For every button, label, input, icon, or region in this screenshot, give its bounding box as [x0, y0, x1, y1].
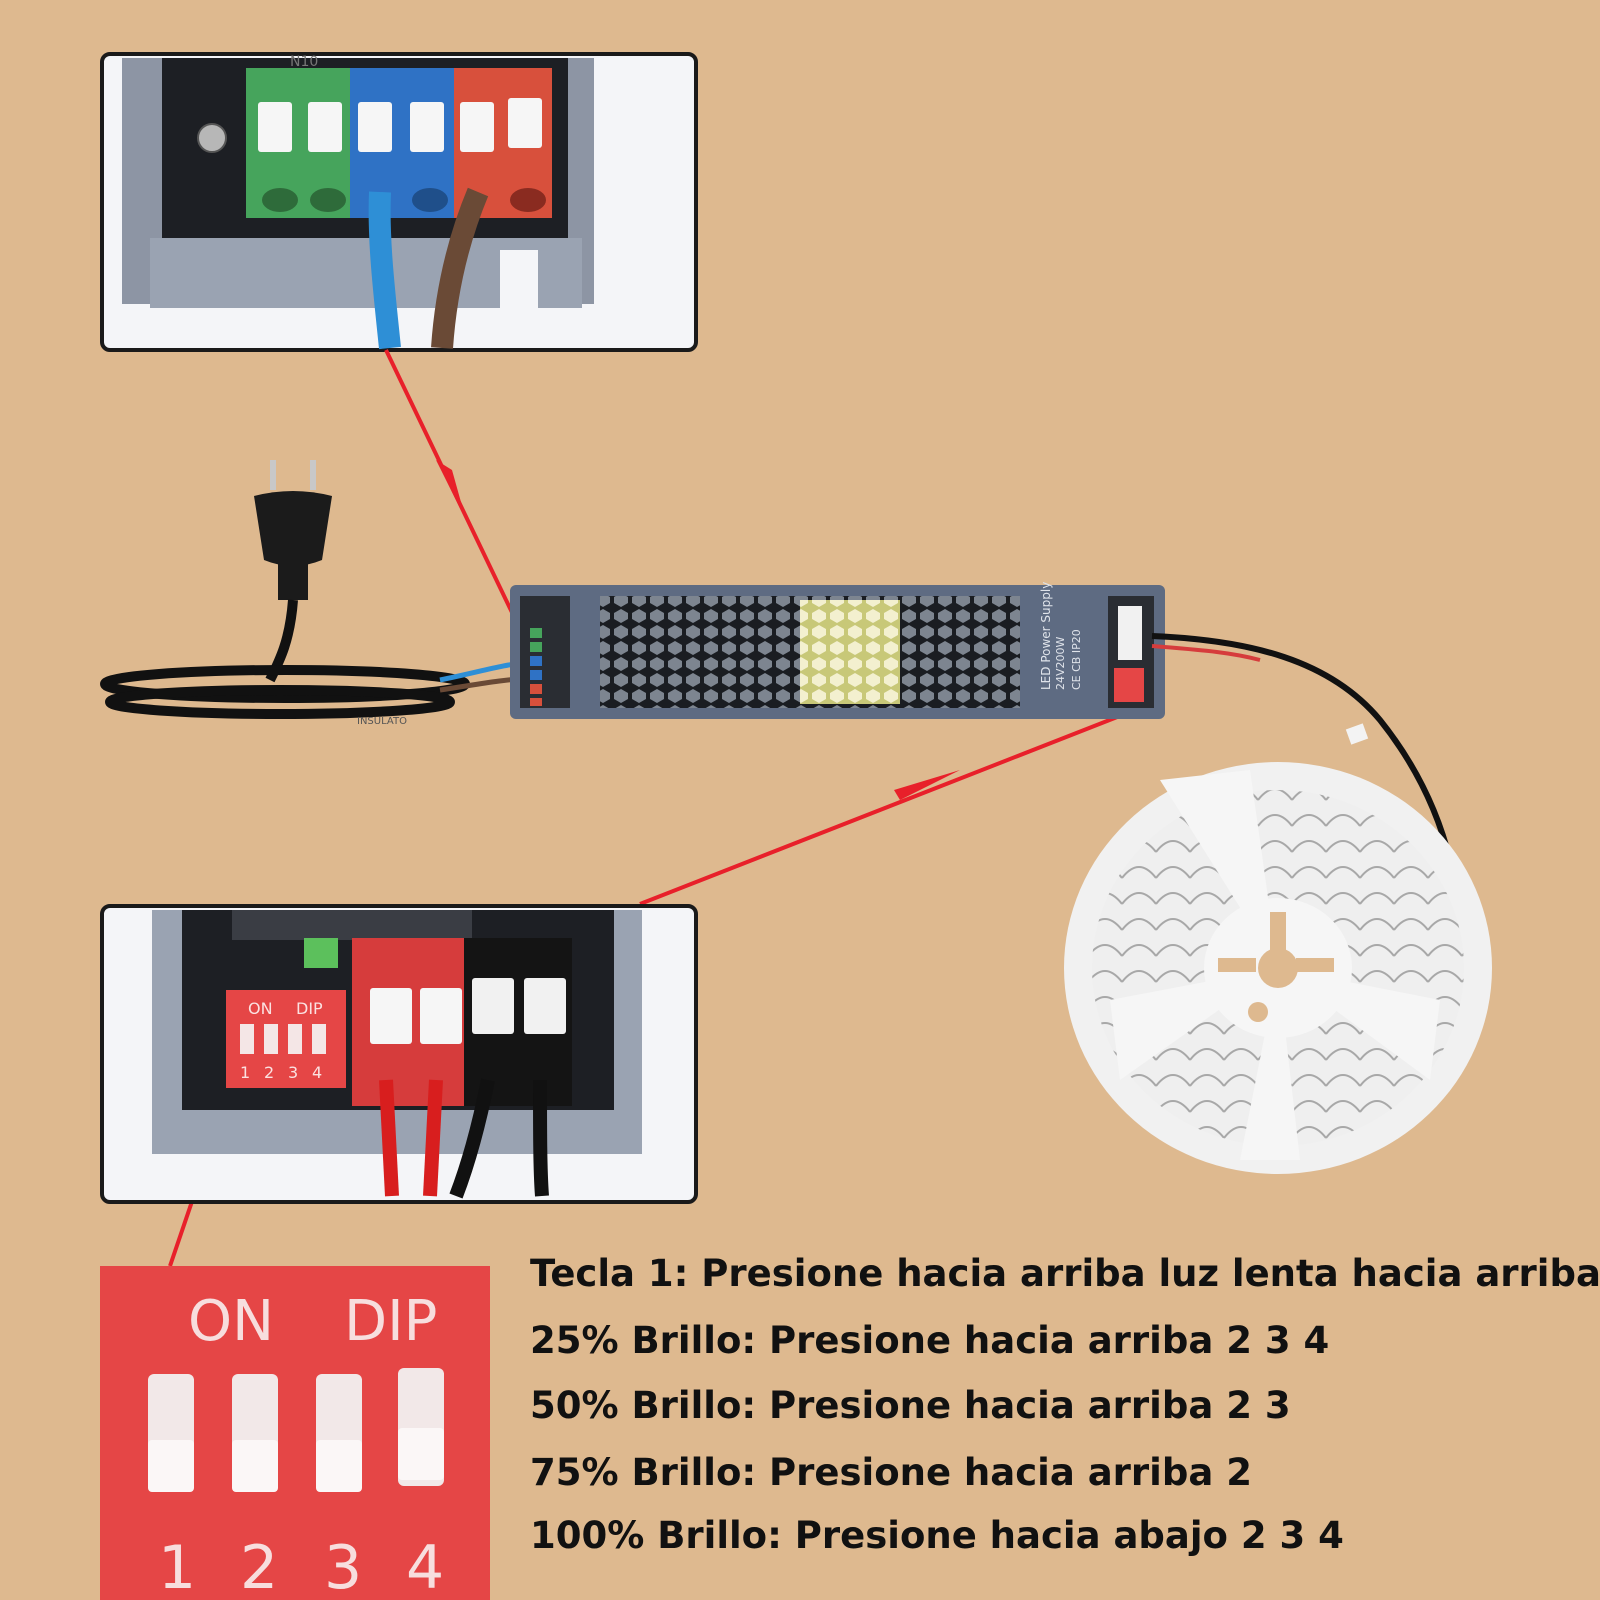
dip-on-label: ON [188, 1289, 274, 1354]
dip-switch-3 [316, 1374, 362, 1492]
arrow-top [384, 349, 532, 651]
instruction-50-brightness: 50% Brillo: Presione hacia arriba 2 3 [530, 1384, 1291, 1427]
cable-label: INSULATO [357, 716, 407, 727]
plug: INSULATO [100, 460, 531, 727]
dip-number-2: 2 [240, 1533, 278, 1600]
closeup-dip-number: 1 [240, 1063, 250, 1082]
closeup-dip-switch: ON DIP 1 2 3 4 [226, 990, 346, 1088]
dip-number-1: 1 [158, 1533, 196, 1600]
instruction-100-brightness: 100% Brillo: Presione hacia abajo 2 3 4 [530, 1514, 1344, 1557]
bottom-closeup: ON DIP 1 2 3 4 [100, 904, 698, 1204]
dip-label: DIP [344, 1289, 437, 1354]
closeup-dip-number: 3 [288, 1063, 298, 1082]
blue-wire [368, 191, 401, 350]
brown-wire [431, 187, 489, 349]
psu-brand: LED Power Supply [1039, 582, 1053, 690]
psu-model: 24V200W [1054, 636, 1067, 690]
psu-dip-switch [1114, 668, 1144, 702]
top-closeup: N10 [100, 52, 698, 352]
led-strip-reel [1064, 762, 1492, 1174]
dip-zoom: ON DIP 1 2 3 4 [100, 1266, 490, 1600]
psu-marks: CE CB IP20 [1070, 629, 1083, 690]
closeup-dip-number: 2 [264, 1063, 274, 1082]
instruction-25-brightness: 25% Brillo: Presione hacia arriba 2 3 4 [530, 1319, 1330, 1362]
dip-switch-4 [398, 1368, 444, 1486]
dip-switch-2 [232, 1374, 278, 1492]
dip-number-4: 4 [406, 1533, 444, 1600]
instruction-key1: Tecla 1: Presione hacia arriba luz lenta… [530, 1252, 1600, 1295]
bottom-terminal-block [352, 938, 572, 1106]
output-cable [1151, 633, 1453, 861]
power-supply: LED Power Supply 24V200W CE CB IP20 [510, 582, 1165, 719]
closeup-dip-number: 4 [312, 1063, 322, 1082]
instruction-75-brightness: 75% Brillo: Presione hacia arriba 2 [530, 1451, 1252, 1494]
label-fragment: N10 [290, 54, 318, 70]
closeup-dip-label: DIP [296, 999, 323, 1018]
dip-switch-1 [148, 1374, 194, 1492]
top-terminal-block [246, 68, 552, 218]
closeup-on-label: ON [248, 999, 273, 1018]
screw-icon [197, 123, 227, 153]
dip-number-3: 3 [324, 1533, 362, 1600]
arrow-bottom [639, 710, 1131, 906]
